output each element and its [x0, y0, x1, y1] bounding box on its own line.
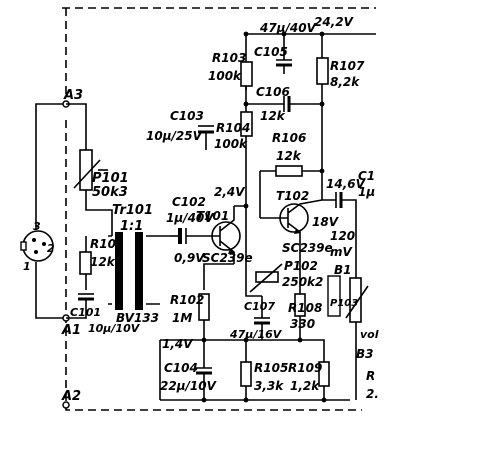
input-connector: 3 1 2	[20, 103, 66, 319]
svg-text:1:1: 1:1	[120, 219, 143, 234]
transistor-t102: T102 SC239e 18V	[259, 171, 340, 262]
potentiometer-p103: P103 B1 vol B3	[327, 262, 379, 400]
svg-text:12k: 12k	[260, 109, 286, 123]
capacitor-c101: C101 10µ/10V	[70, 293, 141, 335]
resistor-r105: R105 3,3k	[240, 340, 288, 400]
svg-text:8,2k: 8,2k	[330, 75, 360, 89]
svg-text:R108: R108	[288, 301, 322, 315]
svg-text:BV133: BV133	[116, 311, 159, 325]
resistor-r102: R102 1M	[170, 293, 210, 340]
board-outline	[62, 7, 376, 411]
svg-text:R105: R105	[254, 361, 288, 375]
transistor-t101: T101 SC239e 2,4V	[196, 160, 253, 290]
svg-text:250k2: 250k2	[282, 275, 323, 289]
svg-text:10µ/10V: 10µ/10V	[88, 322, 141, 335]
svg-text:P101: P101	[92, 171, 129, 186]
svg-text:47µ/40V: 47µ/40V	[259, 21, 318, 35]
svg-text:47µ/16V: 47µ/16V	[229, 328, 283, 341]
svg-text:14,6V: 14,6V	[326, 177, 367, 191]
svg-text:100k: 100k	[208, 69, 242, 83]
cutoff-label-2: 2.	[366, 387, 379, 401]
transformer-tr101: Tr101 1:1 BV133	[108, 203, 170, 325]
connector-pin-1: 1	[23, 260, 31, 273]
svg-text:1µ: 1µ	[358, 185, 375, 199]
potentiometer-p102: P102 250k2	[245, 206, 323, 297]
svg-text:22µ/10V: 22µ/10V	[160, 379, 218, 393]
connector-pin-2: 2	[47, 242, 55, 255]
node-1-4v: 1,4V	[160, 337, 300, 351]
output-capacitor: 14,6V 120 mV C1 1µ	[322, 169, 375, 262]
svg-text:P103: P103	[330, 298, 358, 309]
svg-text:330: 330	[290, 317, 315, 331]
capacitor-c107: C107 47µ/16V	[229, 296, 283, 341]
svg-text:1,4V: 1,4V	[162, 337, 194, 351]
svg-text:18V: 18V	[312, 215, 340, 229]
resistor-r106: R106 12k	[260, 131, 322, 177]
svg-text:1µ/40V: 1µ/40V	[166, 211, 215, 225]
label-a1: A1	[61, 323, 81, 338]
connector-pin-3: 3	[33, 220, 41, 233]
capacitor-c103: C103 10µ/25V	[146, 109, 214, 150]
svg-text:C106: C106	[256, 85, 290, 99]
svg-text:24,2V: 24,2V	[314, 15, 355, 29]
svg-text:C104: C104	[164, 361, 198, 375]
svg-text:P102: P102	[284, 259, 318, 273]
svg-text:3,3k: 3,3k	[254, 379, 284, 393]
svg-text:T102: T102	[276, 189, 309, 203]
svg-text:C105: C105	[254, 45, 288, 59]
svg-text:C101: C101	[70, 306, 101, 319]
svg-text:B3: B3	[356, 347, 374, 361]
junction-dots	[201, 31, 327, 403]
ground-rail	[159, 340, 350, 401]
svg-text:10µ/25V: 10µ/25V	[146, 129, 204, 143]
svg-text:C1: C1	[358, 169, 375, 183]
label-a2: A2	[61, 389, 81, 404]
svg-text:1M: 1M	[172, 311, 192, 325]
svg-text:120: 120	[330, 229, 355, 243]
resistor-r109: R109 1,2k	[288, 339, 330, 400]
svg-text:vol: vol	[360, 328, 379, 341]
svg-text:C107: C107	[244, 300, 275, 313]
paper-edge-right	[376, 0, 483, 460]
label-a3: A3	[63, 88, 83, 103]
svg-text:100k: 100k	[214, 137, 248, 151]
resistor-r104: R104 100k	[214, 111, 253, 151]
resistor-r108: R108 330	[288, 262, 322, 340]
svg-text:R104: R104	[216, 121, 250, 135]
cutoff-label-r: R	[366, 369, 375, 383]
svg-text:SC239e: SC239e	[282, 241, 333, 255]
svg-text:R106: R106	[272, 131, 306, 145]
svg-text:2,4V: 2,4V	[214, 185, 246, 199]
svg-text:R102: R102	[170, 293, 204, 307]
terminal-a2	[62, 401, 70, 409]
capacitor-c106: C106 12k	[246, 85, 322, 123]
svg-text:R107: R107	[330, 59, 365, 73]
capacitor-c104: C104 22µ/10V	[160, 340, 218, 400]
potentiometer-p101: P101 50k3	[73, 149, 129, 236]
svg-text:SC239e: SC239e	[202, 251, 253, 265]
svg-text:mV: mV	[330, 245, 354, 259]
svg-text:R109: R109	[288, 361, 322, 375]
resistor-r103: R103 100k	[208, 51, 253, 160]
svg-text:0,9V: 0,9V	[174, 251, 206, 265]
svg-text:Tr101: Tr101	[112, 203, 153, 218]
svg-text:C103: C103	[170, 109, 204, 123]
svg-text:50k3: 50k3	[92, 185, 128, 200]
svg-text:1,2k: 1,2k	[290, 379, 320, 393]
svg-text:R103: R103	[212, 51, 246, 65]
svg-text:12k: 12k	[276, 149, 302, 163]
capacitor-c105: C105 47µ/40V 24,2V	[254, 15, 355, 74]
svg-text:B1: B1	[334, 263, 352, 277]
svg-text:12k: 12k	[90, 255, 116, 269]
svg-text:C102: C102	[172, 195, 206, 209]
capacitor-c102: C102 1µ/40V 0,9V	[166, 195, 215, 265]
svg-text:T101: T101	[196, 209, 229, 223]
